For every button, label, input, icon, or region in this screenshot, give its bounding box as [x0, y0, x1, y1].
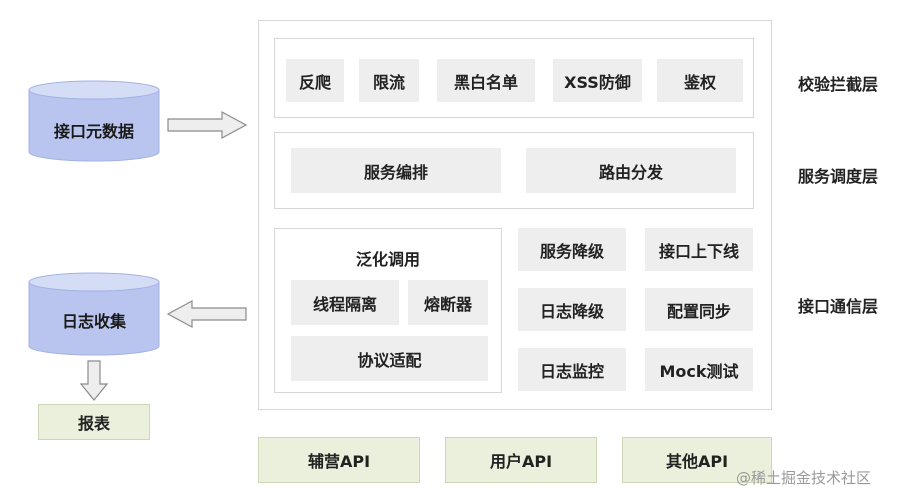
mock-test-box: Mock测试 [645, 348, 753, 391]
database-cylinder-icon [28, 272, 160, 356]
service-orchestration-box: 服务编排 [291, 148, 501, 193]
route-dispatch-box: 路由分发 [526, 148, 736, 193]
report-box: 报表 [38, 404, 150, 440]
dispatch-layer-label: 服务调度层 [798, 167, 879, 186]
right-arrow-icon [167, 110, 248, 140]
log-collection-label: 日志收集 [61, 312, 126, 331]
interceptor-layer-label: 校验拦截层 [798, 75, 879, 94]
xss-defense-box: XSS防御 [553, 59, 642, 102]
communication-layer-label: 接口通信层 [798, 297, 879, 316]
log-collection-cylinder: 日志收集 [28, 272, 160, 356]
ancillary-api-box: 辅营API [258, 437, 420, 483]
log-monitor-box: 日志监控 [518, 348, 626, 391]
service-degrade-box: 服务降级 [518, 228, 626, 271]
user-api-box: 用户API [445, 437, 597, 483]
database-cylinder-icon [28, 80, 160, 162]
watermark-text: @稀土掘金技术社区 [736, 469, 872, 487]
left-arrow-icon [166, 299, 247, 329]
config-sync-box: 配置同步 [645, 288, 753, 331]
protocol-adapter-box: 协议适配 [291, 336, 488, 381]
down-arrow-icon [80, 360, 108, 401]
circuit-breaker-box: 熔断器 [408, 280, 488, 325]
interface-online-offline-box: 接口上下线 [645, 228, 753, 271]
generic-call-title: 泛化调用 [355, 250, 420, 269]
other-api-box: 其他API [622, 437, 772, 483]
interface-metadata-cylinder: 接口元数据 [28, 80, 160, 162]
interface-metadata-label: 接口元数据 [53, 122, 134, 141]
blacklist-whitelist-box: 黑白名单 [437, 59, 535, 102]
anti-crawl-box: 反爬 [286, 59, 344, 102]
rate-limit-box: 限流 [359, 59, 419, 102]
log-degrade-box: 日志降级 [518, 288, 626, 331]
thread-isolation-box: 线程隔离 [291, 280, 399, 325]
auth-box: 鉴权 [657, 59, 743, 102]
